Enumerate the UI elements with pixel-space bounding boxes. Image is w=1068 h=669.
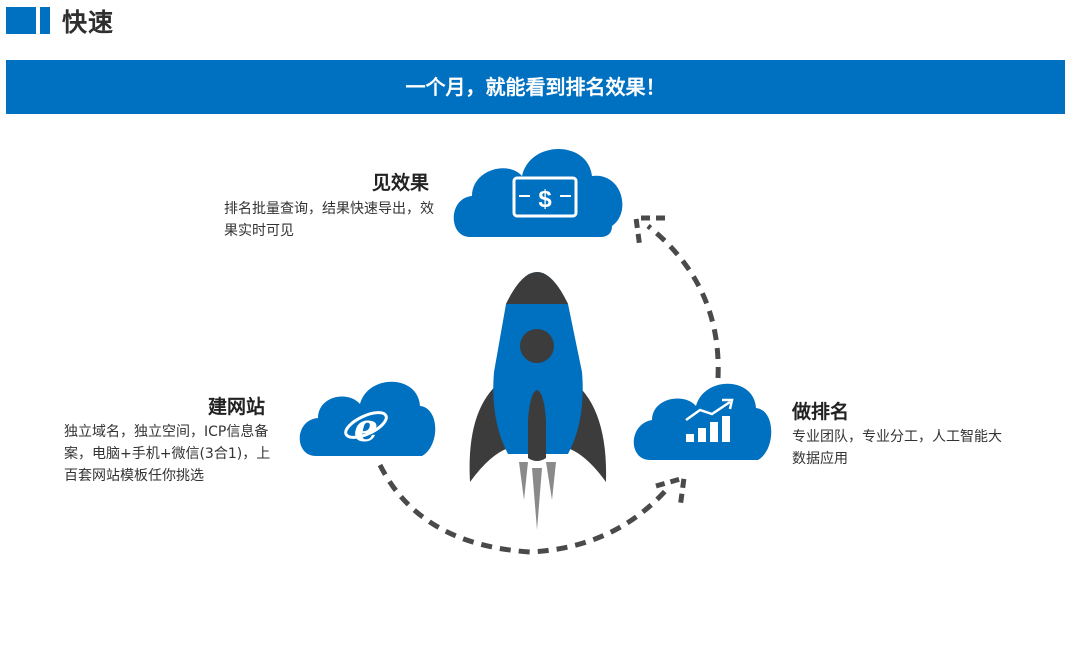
cycle-arrows [377,224,721,555]
step-title-ranking: 做排名 [792,401,850,423]
growth-chart-cloud-icon [633,383,772,460]
rocket-body [493,272,583,454]
step-desc-ranking: 专业团队，专业分工，人工智能大数据应用 [792,429,1002,467]
money-cloud-icon: $ [453,149,623,237]
header-mark [6,7,50,34]
page-title: 快速 [62,8,115,37]
step-title-results: 见效果 [372,172,430,194]
step-desc-build-site: 独立域名，独立空间，ICP信息备案，电脑+手机+微信(3合1)，上百套网站模板任… [64,424,271,484]
header-block [6,7,36,34]
rocket-window [520,329,554,363]
rocket-icon [469,272,607,530]
rocket-nose [506,272,568,304]
svg-text:$: $ [538,186,552,213]
rocket-flame-left [519,462,528,500]
arrow-bottom [377,463,670,555]
header-bar [40,7,50,34]
rocket-flame-center [532,468,542,530]
rocket-center-fin [528,390,546,461]
step-desc-results: 排名批量查询，结果快速导出，效果实时可见 [224,201,434,239]
arrowhead-bottom [655,474,687,509]
step-title-build-site: 建网站 [208,396,266,418]
slogan-banner: 一个月，就能看到排名效果！ [6,60,1065,114]
ie-browser-cloud-icon: e [299,381,436,456]
rocket-flame-right [546,462,556,500]
arrow-right [646,224,721,379]
arrowhead-right [633,215,665,249]
arrow-heads [633,215,687,509]
